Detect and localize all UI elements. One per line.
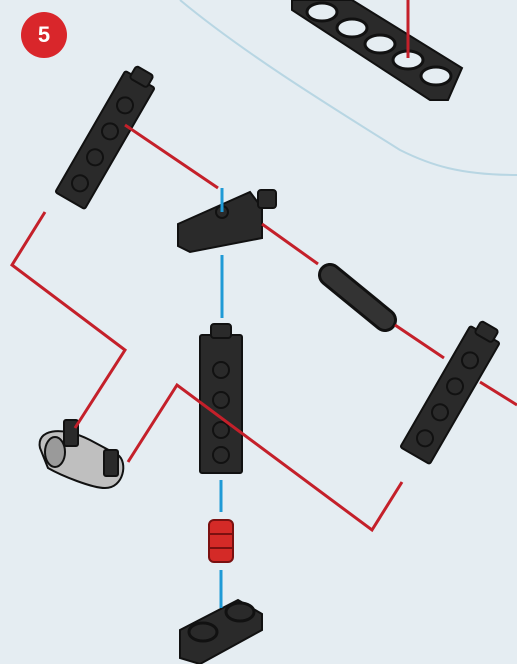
center-rod-connector: [199, 323, 243, 474]
guide-left-connector-to-clear-peg: [10, 211, 128, 429]
right-rod-connector: [400, 320, 500, 465]
axle: [318, 263, 397, 332]
guide-cube-to-axle: [261, 222, 319, 266]
guide-clear-peg-to-right-connector: [126, 382, 404, 533]
background-divider-line: [179, 0, 517, 176]
short-beam: [179, 598, 263, 664]
left-rod-connector: [55, 65, 155, 210]
step-number: 5: [37, 22, 51, 47]
red-bushing: [208, 519, 234, 563]
guide-axle-to-right-connector: [394, 323, 445, 360]
top-beam: [291, 0, 464, 101]
step-number-badge: 5: [21, 12, 67, 58]
upper-cube: [177, 189, 277, 254]
red-guide-lines: [10, 0, 517, 533]
clear-peg: [38, 419, 125, 490]
guide-right-connector-exit: [479, 380, 517, 407]
guide-left-connector-to-cube: [124, 123, 219, 190]
blue-guide-lines: [219, 188, 224, 608]
